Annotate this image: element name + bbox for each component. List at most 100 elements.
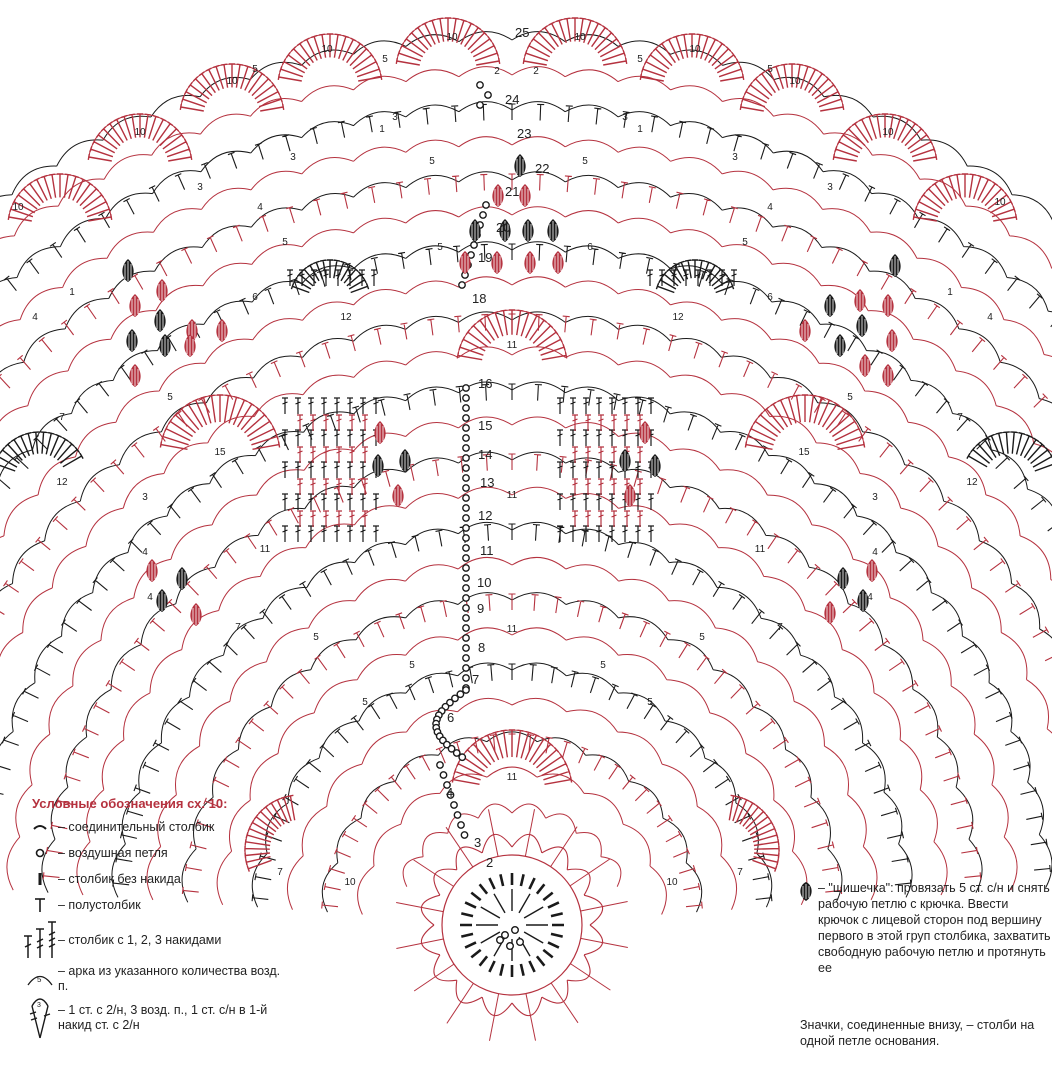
- arch-label: 7: [957, 412, 963, 423]
- chain-stitch: [476, 101, 484, 109]
- bobble-lines: [501, 221, 509, 241]
- chain-stitch: [462, 404, 470, 412]
- shell-fan: [832, 113, 938, 162]
- bobble-icon: [122, 259, 134, 282]
- chain-stitch: [462, 454, 470, 462]
- bobble-lines: [641, 423, 649, 443]
- arch-label: 3: [197, 182, 203, 193]
- medallion-spoke: [413, 859, 454, 887]
- arch-label: 12: [966, 477, 978, 488]
- medallion-spoke: [488, 993, 500, 1041]
- bobble-note: – "шишечка": провязать 5 ст. с/н и снять…: [796, 880, 1052, 976]
- chain-stitch: [462, 674, 470, 682]
- bobble-icon: [624, 484, 636, 507]
- arch-label: 5: [637, 54, 643, 65]
- arch-label: 2: [533, 66, 539, 77]
- bobble-lines: [621, 451, 629, 471]
- bobble-lines: [161, 336, 169, 356]
- chain-stitch: [462, 514, 470, 522]
- arch-label: 7: [777, 622, 783, 633]
- row-number: 20: [496, 220, 510, 235]
- chain-stitch: [462, 414, 470, 422]
- stitch-fan: [0, 383, 1051, 872]
- arch-label: 10: [446, 32, 458, 43]
- chain-stitch: [496, 936, 505, 945]
- bobble-icon: [146, 559, 158, 582]
- chain-stitch: [453, 811, 462, 819]
- chain-stitch: [462, 534, 470, 542]
- arch-label: 7: [59, 412, 65, 423]
- arch-label: 11: [755, 544, 766, 555]
- bobble-lines: [861, 356, 869, 376]
- arch: [286, 697, 738, 910]
- half-double-crochet-icon: [22, 894, 58, 916]
- arch-label: 7: [235, 622, 241, 633]
- arch-icon: 5: [22, 968, 58, 990]
- bobble-icon: [649, 454, 661, 477]
- chain-stitch: [506, 942, 515, 951]
- bobble-icon: [859, 354, 871, 377]
- medallion-spoke: [570, 963, 611, 991]
- medallion-spoke: [525, 993, 537, 1041]
- legend-arch-text: – арка из указанного количества возд. п.: [58, 964, 281, 993]
- shell-fan: [277, 33, 383, 82]
- bobble-icon: [857, 589, 869, 612]
- bobble-lines: [521, 186, 529, 206]
- bobble-icon: [519, 184, 531, 207]
- bobble-icon: [524, 251, 536, 274]
- arch: [0, 171, 1052, 404]
- chain-stitch: [462, 634, 470, 642]
- bobble-icon: [882, 364, 894, 387]
- legend-row-sc: – столбик без накида: [22, 868, 292, 890]
- bobble-lines: [836, 336, 844, 356]
- chain-stitch: [442, 740, 451, 749]
- arch-label: 10: [134, 127, 146, 138]
- bobble-icon: [866, 559, 878, 582]
- bobble-icon: [639, 421, 651, 444]
- legend-sc-text: – столбик без накида: [58, 871, 181, 886]
- shell-fan: [744, 394, 866, 450]
- chain-stitch: [462, 594, 470, 602]
- medallion-spoke: [569, 858, 611, 887]
- chain-stitch: [460, 831, 469, 839]
- bobble-lines: [218, 321, 226, 341]
- chain-stitch: [462, 574, 470, 582]
- arch-label: 5: [699, 632, 705, 643]
- bobble-lines: [158, 281, 166, 301]
- shell-fan: [244, 794, 296, 872]
- bobble-icon: [491, 251, 503, 274]
- bobble-icon: [799, 319, 811, 342]
- arch-label: 10: [789, 76, 801, 87]
- medallion-spoke: [446, 983, 474, 1024]
- arch: [111, 521, 913, 898]
- chain-stitch: [436, 761, 444, 769]
- bobble-icon: [126, 329, 138, 352]
- arch: [0, 206, 1052, 453]
- arch-label: 4: [867, 592, 873, 603]
- arch: [0, 31, 1052, 221]
- arch-label: 10: [574, 32, 586, 43]
- arch-label: 12: [56, 477, 68, 488]
- shell-fan: [87, 113, 193, 162]
- chain-stitch: [456, 690, 465, 699]
- svg-text:5: 5: [37, 975, 42, 984]
- row-number: 9: [477, 601, 484, 616]
- bobble-icon: [834, 334, 846, 357]
- legend-row-hdc: – полустолбик: [22, 894, 292, 916]
- medallion-spoke: [550, 826, 578, 867]
- arch-label: 5: [767, 64, 773, 75]
- row-number: 8: [478, 640, 485, 655]
- shell-fan: [179, 63, 285, 112]
- bobble-lines: [856, 291, 864, 311]
- bobble-icon: [824, 294, 836, 317]
- single-crochet-icon: [22, 868, 58, 890]
- bobble-icon: [619, 449, 631, 472]
- arch-label: 4: [872, 547, 878, 558]
- bobble-icon: [156, 279, 168, 302]
- arch-label: 1: [947, 287, 953, 298]
- arch-label: 5: [582, 156, 588, 167]
- chain-stitch: [462, 686, 470, 694]
- bobble-icon: [129, 294, 141, 317]
- stitch-panel: [647, 269, 737, 286]
- bobble-icon: [372, 454, 384, 477]
